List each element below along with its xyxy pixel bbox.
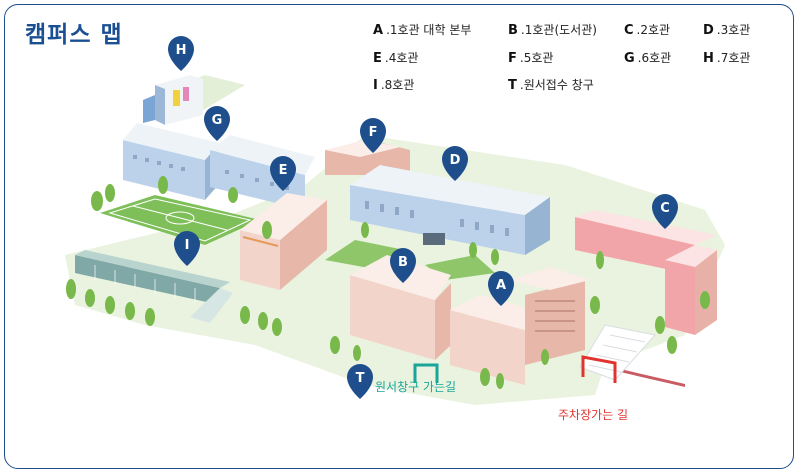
- campus-map: 원서창구 가는길 주차장가는 길 H G F D E: [65, 36, 725, 422]
- legend-item-t: T.원서접수 창구: [508, 78, 594, 93]
- building-a: [450, 267, 590, 385]
- application-route-gate: [413, 363, 439, 383]
- legend-item-f: F.5호관: [508, 51, 554, 66]
- svg-text:C: C: [660, 201, 670, 216]
- marker-a[interactable]: A: [488, 271, 514, 306]
- trees: [66, 176, 710, 389]
- legend-item-e: E.4호관: [373, 51, 419, 66]
- building-g: [123, 123, 315, 210]
- parking-route-label: 주차장가는 길: [558, 408, 628, 422]
- legend-item-g: G.6호관: [624, 51, 672, 66]
- marker-c[interactable]: C: [652, 194, 678, 229]
- building-i: [75, 250, 233, 323]
- legend-item-d: D.3호관: [703, 23, 751, 38]
- marker-f[interactable]: F: [360, 118, 386, 153]
- page-title: 캠퍼스 맵: [25, 22, 123, 48]
- building-d: [350, 165, 550, 255]
- application-route-label: 원서창구 가는길: [375, 380, 456, 394]
- building-h: [143, 75, 203, 125]
- svg-text:T: T: [356, 371, 365, 386]
- legend-item-a: A.1호관 대학 본부: [373, 23, 472, 38]
- marker-g[interactable]: G: [204, 106, 230, 141]
- svg-text:I: I: [185, 238, 190, 253]
- svg-text:B: B: [398, 255, 408, 270]
- svg-text:H: H: [176, 43, 187, 58]
- marker-b[interactable]: B: [390, 248, 416, 283]
- marker-d[interactable]: D: [442, 146, 468, 181]
- svg-text:F: F: [369, 125, 378, 140]
- marker-h[interactable]: H: [168, 36, 194, 71]
- marker-e[interactable]: E: [270, 156, 296, 191]
- svg-text:A: A: [496, 278, 506, 293]
- legend-item-h: H.7호관: [703, 51, 751, 66]
- legend-item-i: I.8호관: [373, 78, 415, 93]
- marker-t[interactable]: T: [347, 364, 373, 399]
- parking-route-gate: [581, 355, 617, 383]
- legend-item-b: B.1호관(도서관): [508, 23, 597, 38]
- sports-field: [100, 195, 260, 245]
- building-e: [240, 193, 327, 290]
- map-markers: H G F D E C I: [168, 36, 678, 399]
- building-f: [325, 140, 410, 175]
- marker-i[interactable]: I: [174, 231, 200, 266]
- map-frame: 캠퍼스 맵 A.1호관 대학 본부 B.1호관(도서관) C.2호관 D.3호관…: [4, 4, 794, 469]
- svg-text:G: G: [212, 113, 223, 128]
- svg-text:E: E: [279, 163, 288, 178]
- svg-text:D: D: [450, 153, 461, 168]
- legend-item-c: C.2호관: [624, 23, 671, 38]
- legend: A.1호관 대학 본부 B.1호관(도서관) C.2호관 D.3호관 E.4호관…: [373, 21, 793, 101]
